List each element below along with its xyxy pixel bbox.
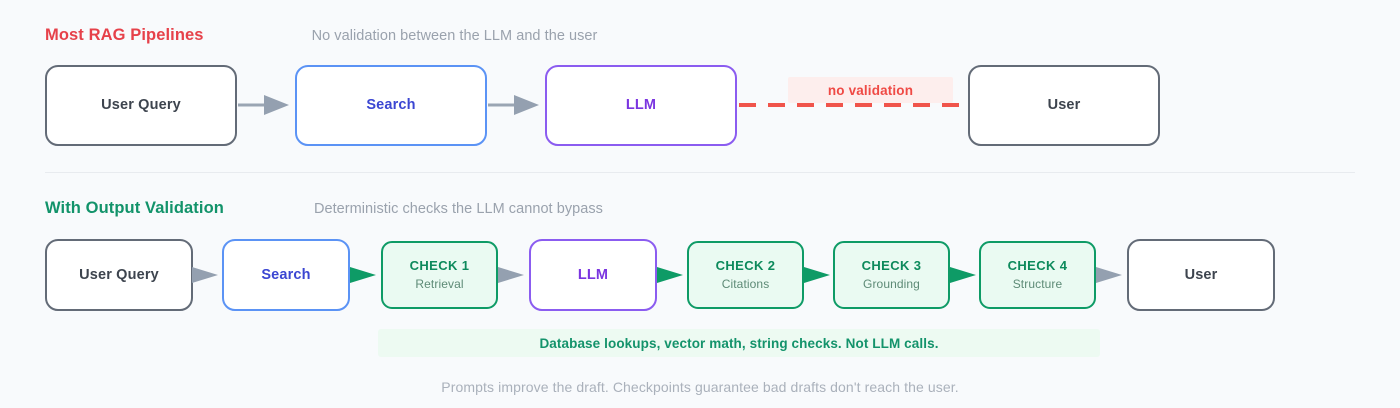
node-label: User: [1184, 266, 1218, 283]
checks-description-banner: Database lookups, vector math, string ch…: [378, 329, 1100, 357]
arrow-check-1-to-llm: [498, 267, 524, 283]
node-check-1[interactable]: CHECK 1 Retrieval: [381, 241, 498, 309]
node-label: CHECK 1: [409, 258, 470, 274]
arrow-check-3-to-check-4: [950, 267, 976, 283]
no-validation-badge: no validation: [788, 77, 953, 103]
arrow-search-to-check-1: [350, 267, 376, 283]
node-user-query-row2[interactable]: User Query: [45, 239, 193, 311]
node-search-row1[interactable]: Search: [295, 65, 487, 146]
node-sublabel: Retrieval: [415, 276, 464, 291]
node-label: CHECK 3: [861, 258, 922, 274]
section-title-with-output-validation: With Output Validation: [45, 199, 224, 217]
node-llm-row1[interactable]: LLM: [545, 65, 737, 146]
node-sublabel: Citations: [721, 276, 770, 291]
section-heading-most-rag-pipelines: Most RAG Pipelines No validation between…: [45, 26, 597, 45]
node-label: User Query: [79, 266, 159, 283]
node-llm-row2[interactable]: LLM: [529, 239, 657, 311]
node-label: CHECK 2: [715, 258, 776, 274]
arrow-check-2-to-check-3: [804, 267, 830, 283]
section-title-most-rag-pipelines: Most RAG Pipelines: [45, 26, 204, 44]
section-subtitle-most-rag-pipelines: No validation between the LLM and the us…: [311, 28, 598, 44]
node-sublabel: Structure: [1012, 276, 1063, 291]
node-label: CHECK 4: [1007, 258, 1068, 274]
footer-note: Prompts improve the draft. Checkpoints g…: [441, 379, 959, 395]
arrow-user-query-to-search-row1: [238, 95, 289, 115]
broken-connection-line: [739, 103, 963, 107]
node-search-row2[interactable]: Search: [222, 239, 350, 311]
node-label: User Query: [101, 97, 181, 114]
section-divider: [45, 172, 1355, 173]
node-sublabel: Grounding: [863, 276, 920, 291]
node-label: User: [1047, 97, 1081, 114]
arrow-user-query-to-search-row2: [192, 267, 218, 283]
node-label: Search: [261, 266, 311, 283]
node-check-3[interactable]: CHECK 3 Grounding: [833, 241, 950, 309]
node-check-4[interactable]: CHECK 4 Structure: [979, 241, 1096, 309]
arrow-llm-to-check-2: [657, 267, 683, 283]
node-label: LLM: [625, 97, 657, 114]
node-label: Search: [366, 97, 416, 114]
section-subtitle-with-output-validation: Deterministic checks the LLM cannot bypa…: [313, 201, 603, 217]
section-heading-with-output-validation: With Output Validation Deterministic che…: [45, 199, 603, 218]
arrow-search-to-llm-row1: [488, 95, 539, 115]
arrow-check-4-to-user: [1096, 267, 1122, 283]
node-label: LLM: [577, 266, 609, 283]
node-user-row2[interactable]: User: [1127, 239, 1275, 311]
node-user-query-row1[interactable]: User Query: [45, 65, 237, 146]
node-check-2[interactable]: CHECK 2 Citations: [687, 241, 804, 309]
no-validation-label: no validation: [827, 82, 914, 98]
checks-description-label: Database lookups, vector math, string ch…: [539, 335, 939, 351]
node-user-row1[interactable]: User: [968, 65, 1160, 146]
